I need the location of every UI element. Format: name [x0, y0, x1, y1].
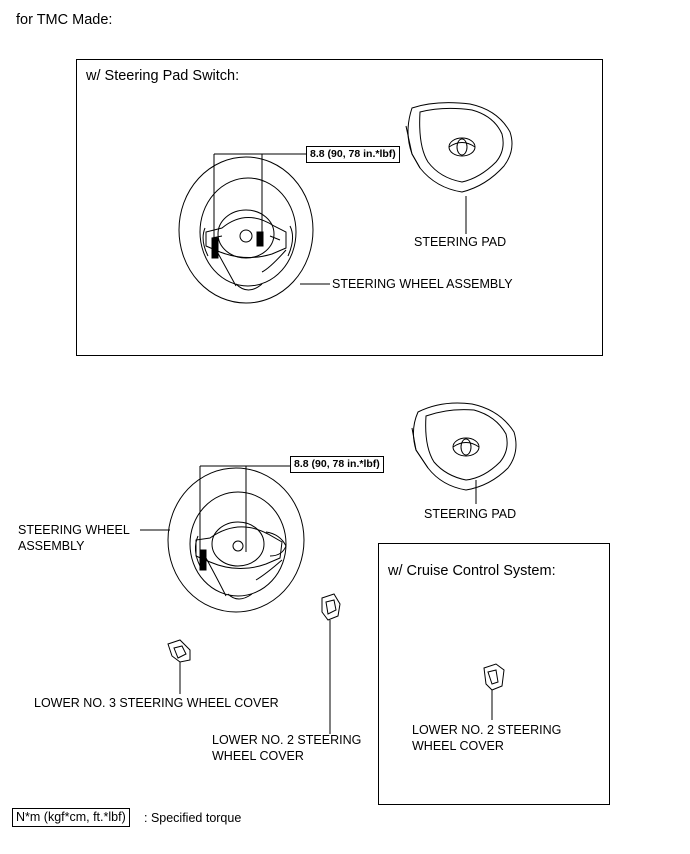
label-steering-wheel-middle-line2: ASSEMBLY: [18, 539, 85, 553]
torque-label-middle: 8.8 (90, 78 in.*lbf): [290, 456, 384, 473]
torque-leader-top: [213, 153, 308, 248]
label-lower-no2-line1: LOWER NO. 2 STEERING: [212, 733, 362, 747]
label-steering-wheel-top: STEERING WHEEL ASSEMBLY: [332, 277, 513, 291]
label-steering-pad-middle: STEERING PAD: [424, 507, 517, 521]
cruise-lower-no2-cover-illustration: [483, 663, 505, 691]
torque-leader-middle: [199, 465, 290, 560]
label-steering-pad-top: STEERING PAD: [414, 235, 507, 249]
lower-no3-cover-illustration: [167, 639, 191, 663]
label-lower-no2-line2: WHEEL COVER: [212, 749, 304, 763]
panel-top-title: w/ Steering Pad Switch:: [86, 68, 240, 84]
steering-wheel-top-illustration: [178, 156, 314, 304]
panel-steering-pad-switch-frame: [76, 59, 603, 356]
label-cruise-lower-no2-line1: LOWER NO. 2 STEERING: [412, 723, 562, 737]
label-steering-wheel-middle-line1: STEERING WHEEL: [18, 523, 130, 537]
label-cruise-lower-no2-line2: WHEEL COVER: [412, 739, 504, 753]
heading: for TMC Made:: [16, 12, 113, 28]
panel-cruise-title: w/ Cruise Control System:: [388, 563, 556, 579]
lower-no2-cover-illustration: [321, 593, 341, 621]
steering-wheel-middle-illustration: [167, 467, 305, 613]
legend-torque-symbol: N*m (kgf*cm, ft.*lbf): [12, 808, 130, 827]
steering-pad-top-illustration: [405, 102, 513, 193]
panel-cruise-control-frame: [378, 543, 610, 805]
steering-pad-middle-illustration: [411, 402, 517, 491]
legend-description: : Specified torque: [144, 811, 242, 825]
label-lower-no3: LOWER NO. 3 STEERING WHEEL COVER: [34, 696, 279, 710]
torque-label-top: 8.8 (90, 78 in.*lbf): [306, 146, 400, 163]
